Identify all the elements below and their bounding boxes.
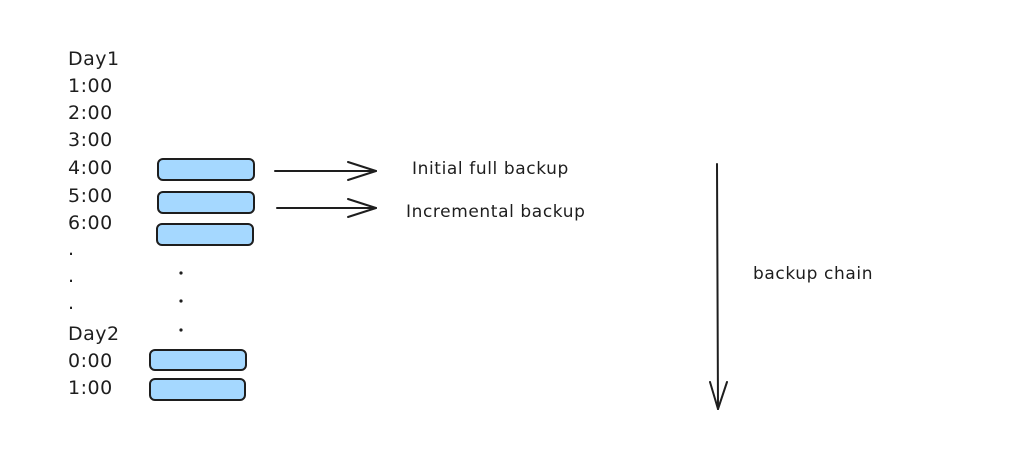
backup-chain-label: backup chain xyxy=(753,264,874,284)
incremental-backup-block xyxy=(156,223,254,246)
incremental-backup-arrow xyxy=(276,198,377,218)
ellipsis-dot xyxy=(179,328,183,332)
day1-label: Day1 xyxy=(68,48,120,70)
backup-chain-arrow xyxy=(709,163,728,410)
ellipsis-dot: . xyxy=(68,292,75,314)
full-backup-arrow xyxy=(274,161,377,181)
time-label: 1:00 xyxy=(68,377,113,399)
time-label: 4:00 xyxy=(68,157,113,179)
incremental-backup-block xyxy=(149,378,246,401)
full-backup-block xyxy=(157,158,255,181)
ellipsis-dot xyxy=(179,299,183,303)
incremental-backup-block xyxy=(157,191,255,214)
day2-label: Day2 xyxy=(68,323,120,345)
incremental-backup-block xyxy=(149,349,247,371)
time-label: 6:00 xyxy=(68,212,113,234)
ellipsis-dot: . xyxy=(68,238,75,260)
time-label: 1:00 xyxy=(68,75,113,97)
ellipsis-dot: . xyxy=(68,265,75,287)
time-label: 2:00 xyxy=(68,102,113,124)
incremental-backup-label: Incremental backup xyxy=(406,202,586,222)
time-label: 3:00 xyxy=(68,129,113,151)
ellipsis-dot xyxy=(179,271,183,275)
initial-full-backup-label: Initial full backup xyxy=(412,159,569,179)
time-label: 0:00 xyxy=(68,350,113,372)
time-label: 5:00 xyxy=(68,185,113,207)
